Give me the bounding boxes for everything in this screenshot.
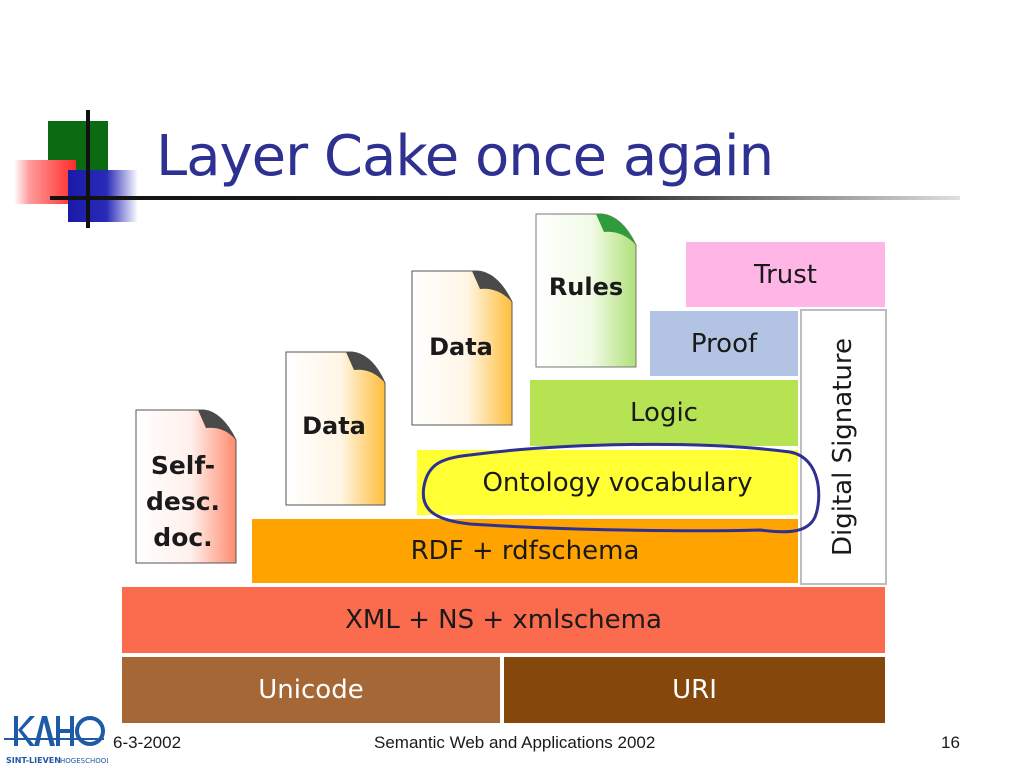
layer-trust: Trust	[684, 240, 887, 309]
self-desc-label-line-3: doc.	[153, 523, 213, 552]
layer-ontology-vocabulary: Ontology vocabulary	[415, 448, 800, 517]
layer-xml-ns-xmlschema: XML + NS + xmlschema	[120, 585, 887, 655]
self-desc-doc-label: Self- desc. doc.	[136, 448, 230, 556]
title-decoration-vertical-line	[86, 110, 90, 228]
data-doc-icon-1	[285, 351, 386, 506]
layer-uri: URI	[502, 655, 887, 725]
data-doc-label-2: Data	[429, 333, 493, 361]
self-desc-doc-icon	[135, 409, 237, 564]
kaho-sint-lieven-logo: SINT-LIEVEN HOGESCHOOL	[4, 716, 108, 765]
logo-sub-text: HOGESCHOOL	[60, 757, 108, 765]
slide-title: Layer Cake once again	[156, 124, 774, 189]
layer-digital-signature: Digital Signature	[800, 309, 887, 585]
layer-rdf-rdfschema: RDF + rdfschema	[250, 517, 800, 585]
ontology-highlight-ring	[421, 442, 821, 534]
layer-logic: Logic	[528, 378, 800, 448]
data-doc-label-1: Data	[302, 412, 366, 440]
rules-doc-icon	[535, 213, 637, 368]
footer-page-number: 16	[941, 733, 960, 752]
footer-date: 6-3-2002	[113, 733, 182, 752]
layer-unicode: Unicode	[120, 655, 502, 725]
title-underline	[50, 196, 960, 200]
layer-proof: Proof	[648, 309, 800, 378]
data-doc-icon-2	[411, 270, 513, 426]
self-desc-label-line-1: Self-	[150, 451, 216, 480]
layer-ontology-label: Ontology vocabulary	[482, 467, 753, 498]
footer-title: Semantic Web and Applications 2002	[374, 733, 656, 752]
rules-doc-label: Rules	[548, 273, 624, 301]
logo-name-text: SINT-LIEVEN	[6, 756, 61, 765]
self-desc-label-line-2: desc.	[145, 487, 221, 516]
